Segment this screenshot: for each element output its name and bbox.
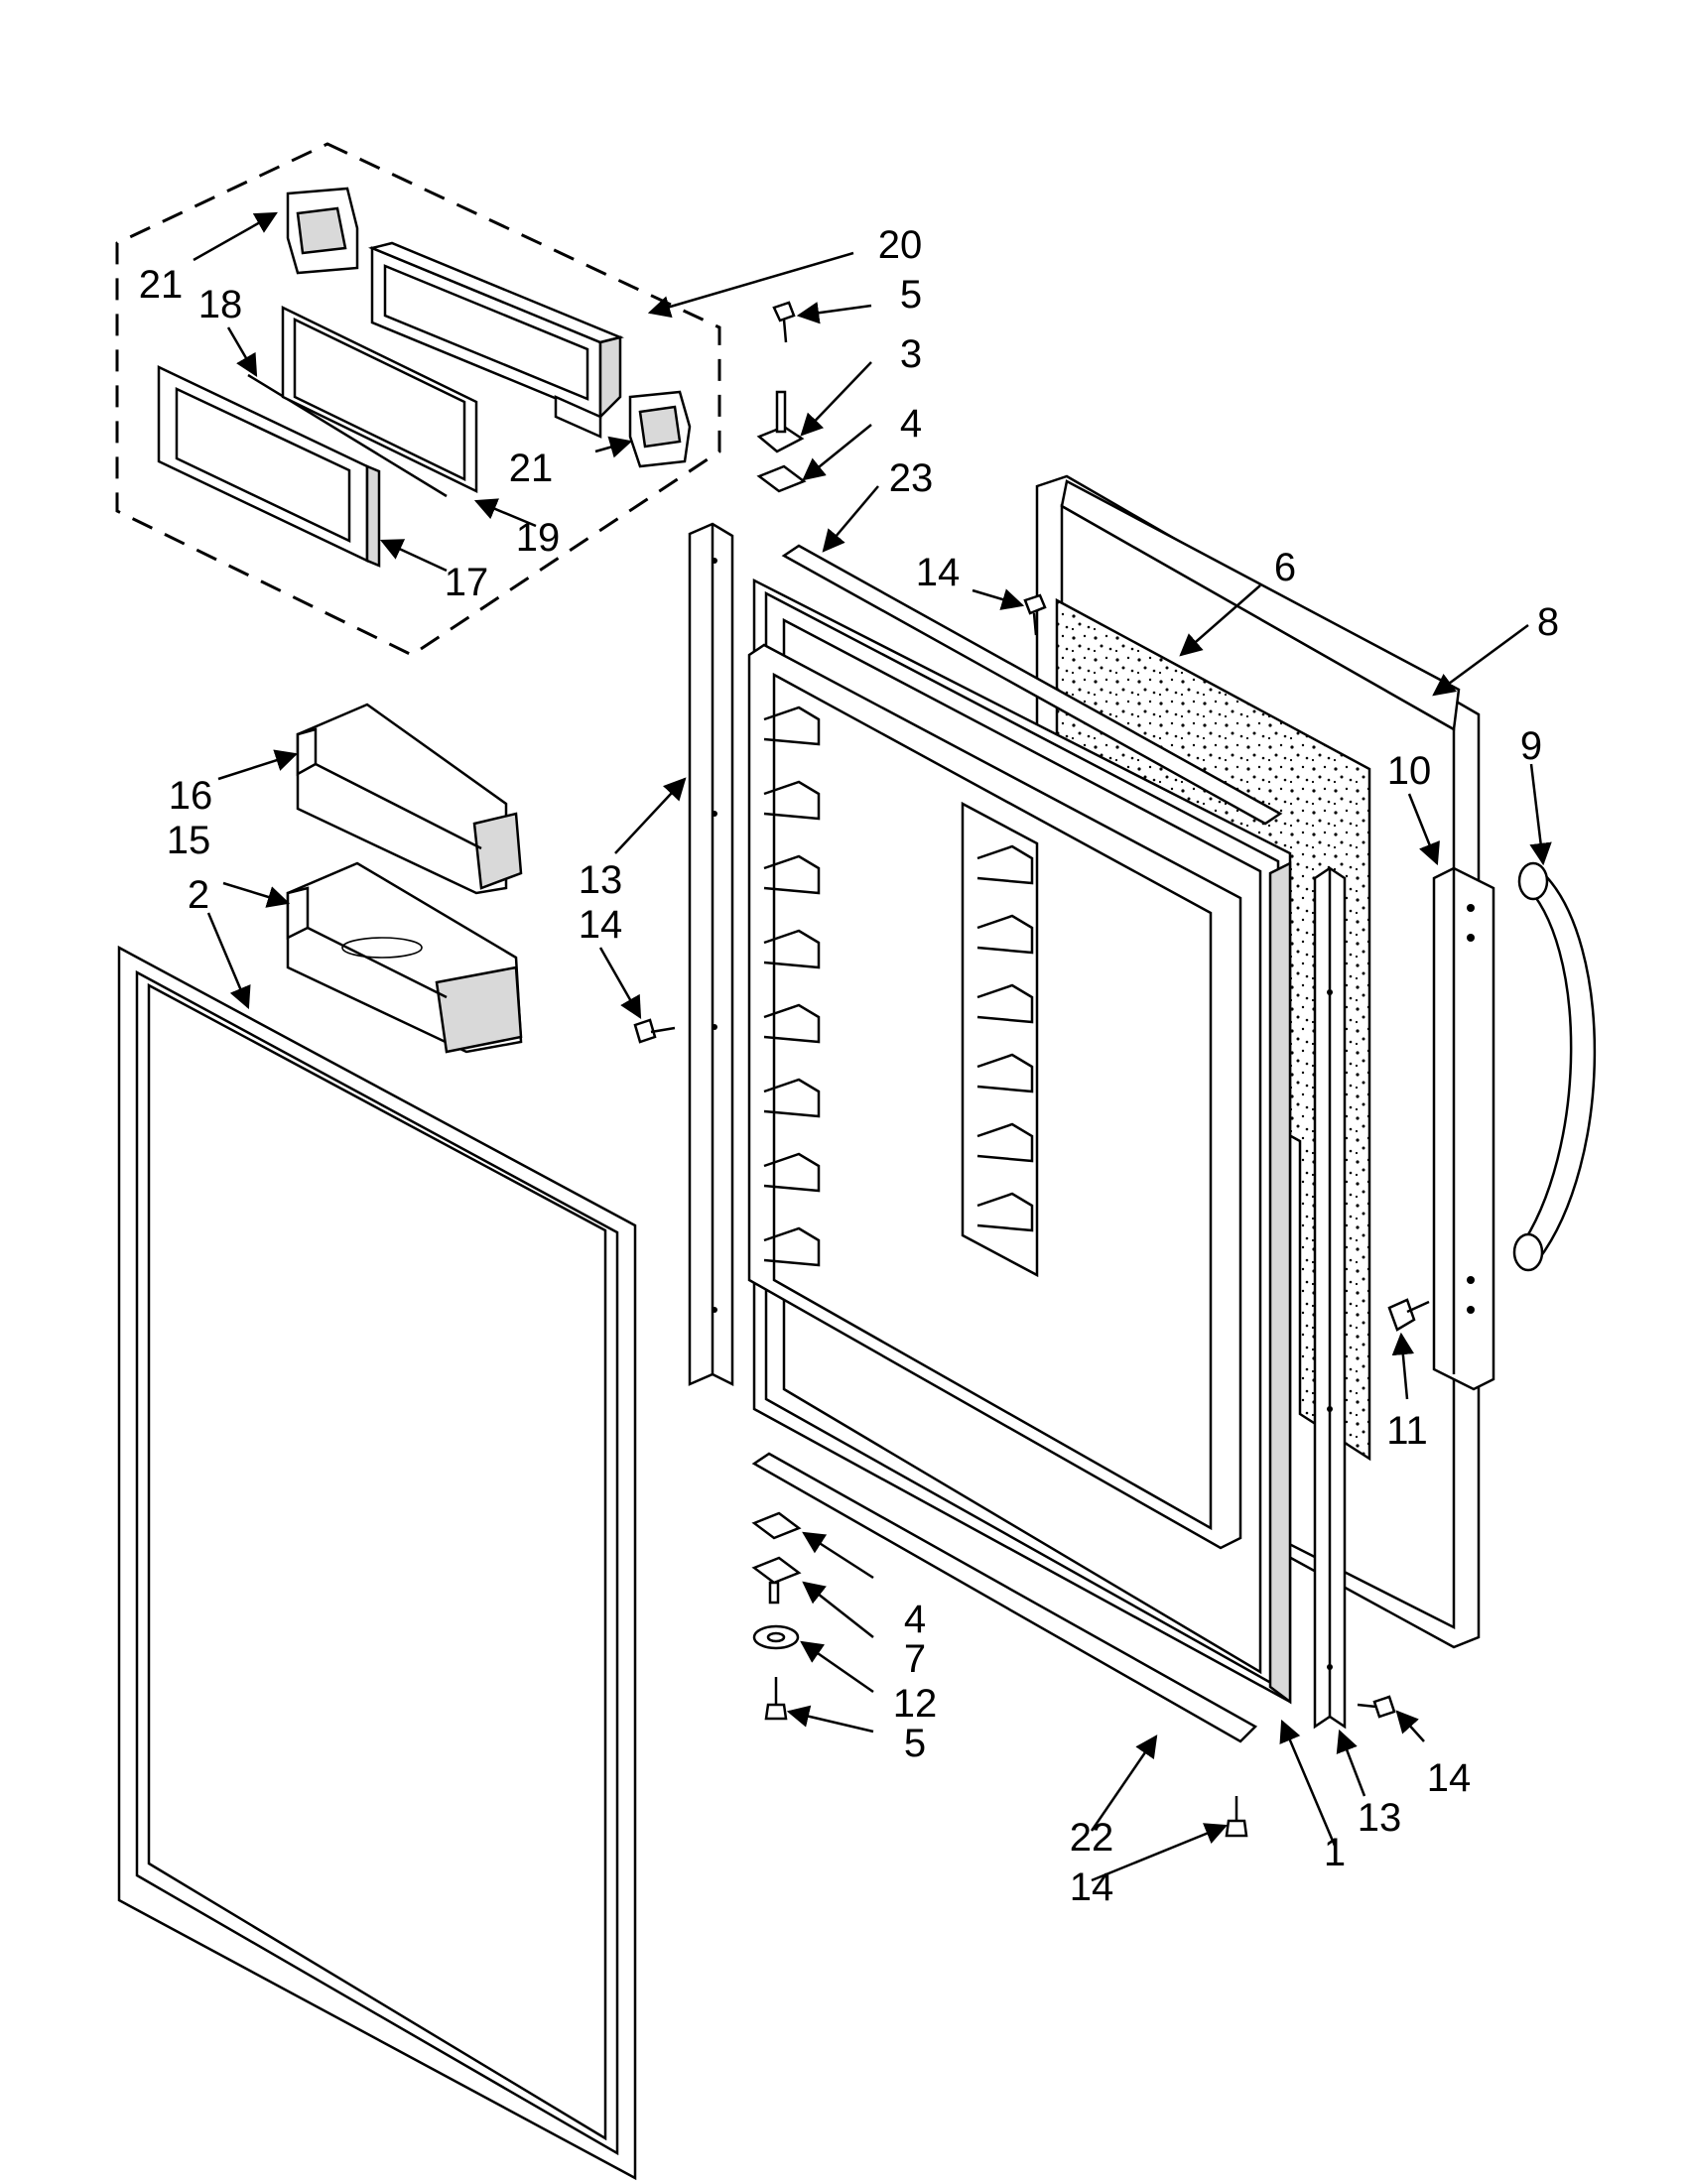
- callout-21-upper: 21: [139, 263, 184, 307]
- callout-21-lower: 21: [509, 447, 554, 490]
- strip-18: [247, 373, 448, 498]
- callout-19: 19: [516, 516, 561, 560]
- hinge-shim-4-top: [756, 464, 807, 493]
- callout-16: 16: [169, 774, 213, 818]
- callout-20: 20: [878, 223, 923, 267]
- screw-14-left: [633, 1018, 676, 1044]
- hinge-screw-5-top: [772, 301, 796, 343]
- callout-11: 11: [1386, 1409, 1428, 1453]
- end-cap-21-lower: [628, 390, 692, 468]
- callout-14-right: 14: [1427, 1756, 1472, 1800]
- callout-14-left: 14: [579, 903, 623, 947]
- bottom-trim-22: [751, 1452, 1258, 1743]
- assembly-20-dashed-boundary: [115, 142, 721, 657]
- callout-5-bottom: 5: [904, 1722, 926, 1765]
- callout-13-left: 13: [579, 858, 623, 902]
- end-cap-21-upper: [286, 187, 359, 275]
- callout-13-right: 13: [1358, 1796, 1402, 1840]
- callout-12: 12: [893, 1682, 938, 1726]
- trim-strip-13-right: [1313, 866, 1347, 1730]
- callout-14-bottom: 14: [1070, 1865, 1114, 1909]
- callout-8: 8: [1537, 600, 1559, 644]
- callout-labels: 1 2 3 4 4 5 5 6 7 8 9 10 11 12 13 13 14 …: [139, 223, 1559, 1909]
- callout-18: 18: [198, 283, 243, 326]
- bin-frame-19: [281, 306, 478, 493]
- hinge-shim-4-bottom: [751, 1511, 802, 1540]
- callout-6: 6: [1274, 546, 1296, 589]
- screw-14-bottom: [1225, 1796, 1248, 1838]
- callout-9: 9: [1520, 724, 1542, 768]
- callout-1: 1: [1324, 1831, 1346, 1874]
- screw-11: [1387, 1298, 1430, 1332]
- callout-17: 17: [445, 561, 489, 604]
- trim-strip-13-left: [688, 522, 734, 1387]
- hinge-screw-5-bottom: [764, 1677, 788, 1721]
- callout-5-top: 5: [900, 273, 922, 317]
- door-bin-16: [296, 703, 523, 895]
- callout-7: 7: [904, 1637, 926, 1681]
- callout-2: 2: [188, 873, 209, 917]
- callout-10: 10: [1387, 749, 1432, 793]
- door-handle-9: [1512, 861, 1597, 1272]
- bin-front-cover-17: [157, 365, 381, 568]
- liner-shelf-ribs-right: [961, 801, 1039, 1278]
- callout-3: 3: [900, 332, 922, 376]
- leader-lines: [193, 211, 1552, 1882]
- bin-housing-20: [368, 241, 624, 439]
- top-hinge-3: [756, 390, 805, 453]
- callout-14-top: 14: [916, 551, 961, 594]
- callout-4-top: 4: [900, 402, 922, 446]
- callout-4-bottom: 4: [904, 1598, 926, 1641]
- bottom-hinge-7: [751, 1556, 802, 1605]
- door-bin-15: [286, 861, 523, 1054]
- handle-bracket-10: [1432, 866, 1495, 1391]
- callout-23: 23: [889, 456, 934, 500]
- door-gasket-2: [117, 945, 637, 2181]
- top-trim-23: [781, 544, 1283, 826]
- liner-shelf-ribs-left: [763, 706, 821, 1267]
- screw-14-top: [1023, 593, 1047, 636]
- callout-22: 22: [1070, 1816, 1114, 1860]
- inner-door-liner-1: [747, 578, 1292, 1705]
- callout-15-visible: 15: [167, 819, 211, 862]
- screw-14-right: [1357, 1695, 1396, 1719]
- washer-12: [752, 1624, 800, 1650]
